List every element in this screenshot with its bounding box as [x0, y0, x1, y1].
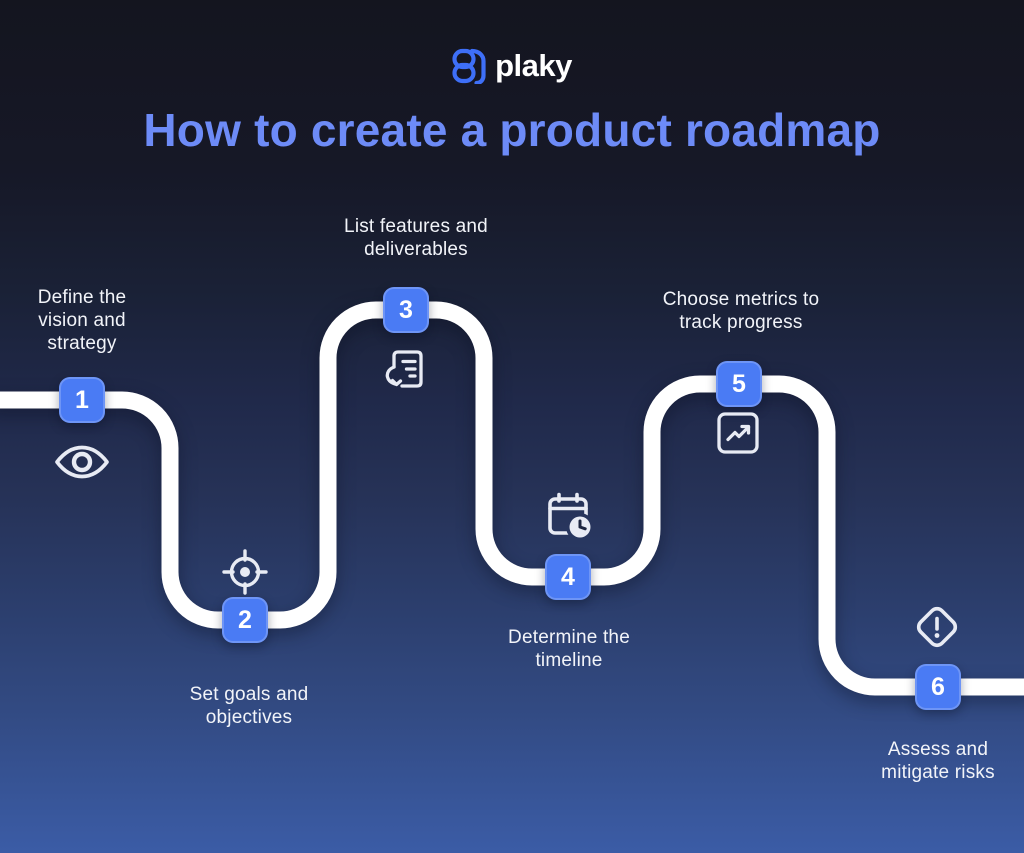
step-label-3: List features and deliverables	[344, 216, 488, 260]
trend-up-icon	[717, 412, 759, 454]
step-badge-3: 3	[383, 287, 429, 333]
target-icon	[222, 549, 268, 595]
road-line	[0, 301, 1024, 696]
plaky-logo-icon	[452, 48, 486, 84]
step-label-4: Determine the timeline	[508, 627, 630, 671]
step-badge-6: 6	[915, 664, 961, 710]
calendar-clock-icon	[548, 492, 591, 538]
step-label-6: Assess and mitigate risks	[881, 739, 995, 783]
page-title: How to create a product roadmap	[143, 104, 881, 156]
step-badge-1: 1	[59, 377, 105, 423]
step-badge-2: 2	[222, 597, 268, 643]
warning-diamond-icon	[916, 606, 958, 648]
step-label-5: Choose metrics to track progress	[662, 289, 820, 333]
eye-icon	[55, 445, 109, 479]
step-label-1: Define the vision and strategy	[37, 287, 127, 354]
step-badge-5: 5	[716, 361, 762, 407]
logo-wordmark: plaky	[495, 48, 572, 83]
logo: plaky	[0, 44, 1024, 88]
step-badge-4: 4	[545, 554, 591, 600]
step-label-2: Set goals and objectives	[189, 684, 309, 728]
backlog-list-icon	[385, 350, 423, 388]
